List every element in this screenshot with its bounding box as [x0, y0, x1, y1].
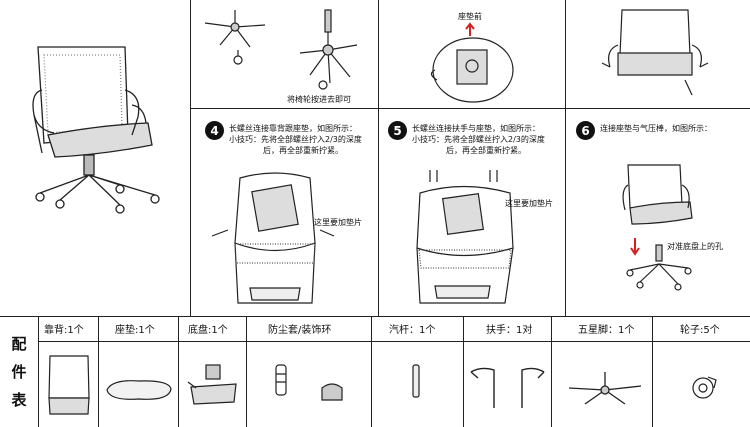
grid-line [178, 316, 179, 427]
step-4-line2: 小技巧：先将全部螺丝拧入2/3的深度 [229, 135, 362, 144]
step-6-instruction: 6 连接座垫与气压棒，如图所示： [576, 121, 712, 140]
step-5-line1: 长螺丝连接扶手与座垫，如图所示： [412, 124, 540, 133]
seat-underside-illustration [430, 22, 514, 103]
part-dust-cover-illustration [275, 364, 343, 401]
step-6-line1: 连接座垫与气压棒，如图所示： [600, 124, 712, 133]
step-5-line2: 小技巧：先将全部螺丝拧入2/3的深度 [412, 135, 545, 144]
grid-line [98, 316, 99, 427]
step-4-note: 这里要加垫片 [314, 218, 362, 227]
assembled-chair-illustration [32, 46, 160, 214]
part-label-star-base: 五星脚：1个 [578, 325, 635, 336]
grid-line [190, 108, 750, 109]
step-4-instruction: 4 长螺丝连接靠背跟座垫，如图所示： 小技巧：先将全部螺丝拧入2/3的深度 后，… [205, 121, 362, 156]
step-number-badge: 4 [205, 121, 224, 140]
gas-lift-base-illustration [299, 9, 358, 90]
step-5-line3: 后，再全部重新拧紧。 [446, 146, 526, 155]
step-5-instruction: 5 长螺丝连接扶手与座垫，如图所示： 小技巧：先将全部螺丝拧入2/3的深度 后，… [388, 121, 545, 156]
grid-line [38, 341, 750, 342]
seat-front-label: 座垫前 [458, 12, 482, 21]
step-5-note: 这里要加垫片 [505, 199, 553, 208]
part-casters-illustration [692, 376, 717, 399]
part-label-seat: 座垫:1个 [115, 325, 155, 336]
grid-line [246, 316, 247, 427]
step-4-line3: 后，再全部重新拧紧。 [263, 146, 343, 155]
grid-line [190, 0, 191, 316]
backrest-seat-illustration [211, 172, 335, 304]
step-number-badge: 5 [388, 121, 407, 140]
armrest-seat-illustration [416, 170, 514, 304]
part-star-base-illustration [568, 372, 642, 405]
step3-caption: 将椅轮按进去即可 [287, 95, 351, 104]
parts-list-title: 配 件 表 [11, 335, 27, 409]
part-label-armrests: 扶手：1对 [486, 325, 533, 336]
part-label-gas-lift: 汽杆：1个 [389, 325, 436, 336]
part-chassis-illustration [187, 364, 237, 405]
part-backrest-illustration [48, 355, 90, 415]
grid-line [378, 0, 379, 316]
grid-line [371, 316, 372, 427]
part-label-casters: 轮子:5个 [680, 325, 720, 336]
grid-line [652, 316, 653, 427]
backrest-armrest-illustration [601, 9, 709, 96]
grid-line [551, 316, 552, 427]
base-wheels-illustration [204, 10, 266, 65]
step-4-line1: 长螺丝连接靠背跟座垫，如图所示： [229, 124, 357, 133]
part-label-backrest: 靠背:1个 [44, 325, 84, 336]
grid-line [565, 0, 566, 316]
step-number-badge: 6 [576, 121, 595, 140]
part-armrests-illustration [470, 367, 545, 408]
part-gas-lift-illustration [412, 364, 420, 398]
grid-line [0, 316, 750, 317]
part-seat-illustration [106, 380, 172, 400]
grid-line [463, 316, 464, 427]
part-label-chassis: 底盘:1个 [188, 325, 228, 336]
step-6-note: 对准底盘上的孔 [667, 242, 723, 251]
part-label-dust-cover: 防尘套/装饰环 [268, 325, 332, 336]
seat-gas-lift-illustration [622, 164, 693, 291]
grid-line [38, 316, 39, 427]
